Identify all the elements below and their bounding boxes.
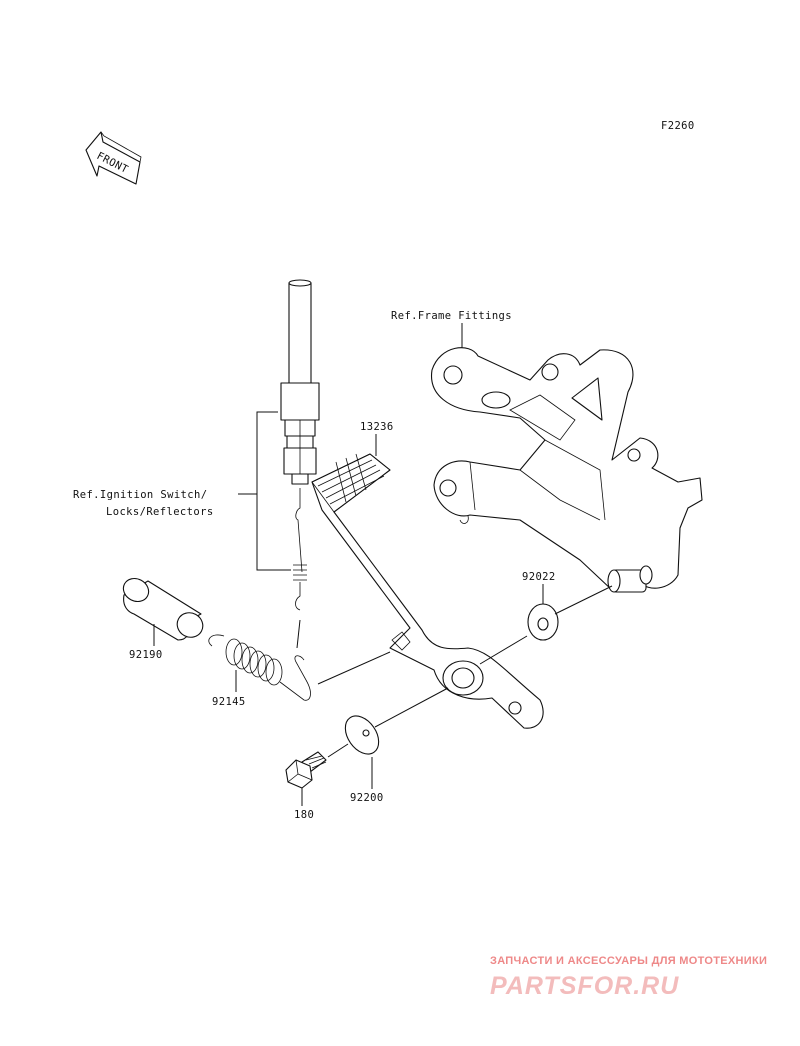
- label-92190: 92190: [129, 649, 163, 661]
- brake-pedal: [311, 453, 544, 729]
- watermark-brand: PARTSFOR.RU: [490, 972, 679, 1000]
- front-arrow-icon: FRONT: [85, 131, 142, 185]
- ref-frame-fittings: Ref.Frame Fittings: [391, 310, 512, 322]
- ref-ignition-line1: Ref.Ignition Switch/: [73, 489, 207, 501]
- switch-spring: [293, 488, 307, 649]
- label-92200: 92200: [350, 792, 384, 804]
- brake-light-switch: [280, 279, 320, 485]
- ignition-bracket: [256, 411, 291, 571]
- label-180: 180: [294, 809, 314, 821]
- label-92022: 92022: [522, 571, 556, 583]
- label-13236: 13236: [360, 421, 394, 433]
- bolt: [285, 751, 327, 789]
- return-spring: [208, 634, 311, 701]
- frame-fitting-bracket: [431, 347, 703, 593]
- collar: [122, 577, 204, 641]
- label-92145: 92145: [212, 696, 246, 708]
- figure-code: F2260: [661, 120, 695, 132]
- bolt-washer: [344, 715, 380, 755]
- watermark-tagline: ЗАПЧАСТИ И АКСЕССУАРЫ ДЛЯ МОТОТЕХНИКИ: [490, 955, 767, 967]
- ref-ignition-line2: Locks/Reflectors: [106, 506, 214, 518]
